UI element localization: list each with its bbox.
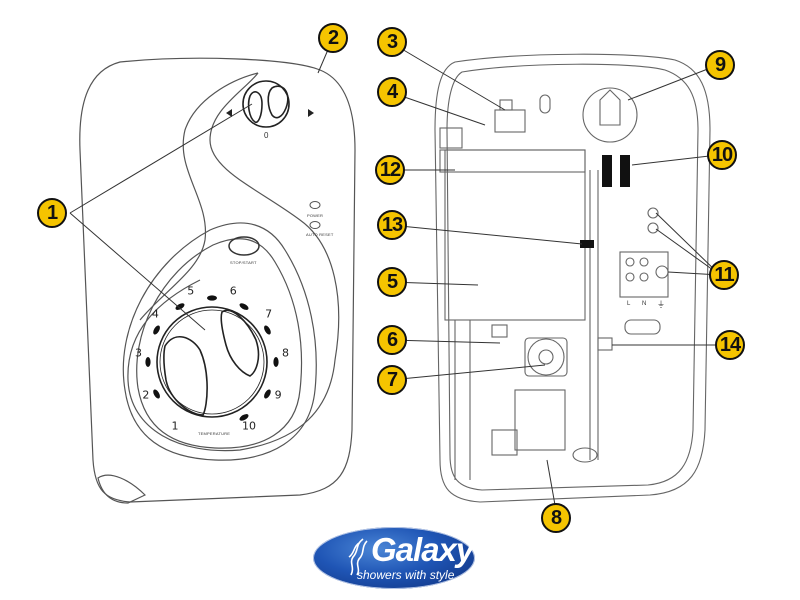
front-swoosh-inner <box>127 72 340 452</box>
temperature-tick-mark <box>145 357 151 367</box>
temperature-tick-mark <box>264 325 271 335</box>
temperature-dial-number: 10 <box>242 419 256 433</box>
flow-valve <box>527 338 565 376</box>
temperature-tick-mark <box>239 414 249 421</box>
knob-arrow-right <box>308 109 314 117</box>
power-indicator-light <box>309 201 321 209</box>
temperature-tick-mark <box>153 325 160 335</box>
flow-knob-zero-label: 0 <box>264 131 269 140</box>
temperature-knob <box>156 306 268 418</box>
heater-tank <box>444 149 586 321</box>
callout-13: 13 <box>377 210 407 240</box>
solenoid-valve <box>514 389 566 451</box>
stop-start-button-shape <box>228 236 260 256</box>
power-indicator-label: POWER <box>307 213 324 218</box>
thermistor <box>580 240 594 248</box>
pressure-switch <box>582 87 638 143</box>
callout-8: 8 <box>541 503 571 533</box>
temperature-dial-number: 4 <box>151 307 159 321</box>
brand-name: Galaxy <box>371 531 474 568</box>
reset-button-1 <box>647 207 659 219</box>
shower-figure-icon <box>348 538 368 576</box>
microswitch-right <box>620 155 630 187</box>
neon-holder <box>597 337 613 351</box>
callout-7: 7 <box>377 365 407 395</box>
callout-4: 4 <box>377 77 407 107</box>
knob-arrow-left <box>226 109 232 117</box>
temperature-dial-number: 2 <box>142 388 150 402</box>
temperature-tick-mark <box>273 357 279 367</box>
dial-housing <box>122 222 317 461</box>
temperature-dial-number: 1 <box>171 419 179 433</box>
callout-1: 1 <box>37 198 67 228</box>
galaxy-logo: Galaxy showers with style <box>313 527 475 589</box>
temperature-tick-mark <box>239 303 249 310</box>
tank-top-bar <box>439 149 586 173</box>
auto-reset-indicator-light <box>309 221 321 229</box>
callout-5: 5 <box>377 267 407 297</box>
callout-6: 6 <box>377 325 407 355</box>
temperature-dial-number: 5 <box>187 284 195 298</box>
earth-icon: ⏚ <box>657 300 666 309</box>
dial-housing-inner <box>136 238 303 449</box>
temperature-tick-mark <box>153 389 160 399</box>
callout-12: 12 <box>375 155 405 185</box>
callout-11: 11 <box>709 260 739 290</box>
auto-reset-indicator-label: AUTO RESET <box>306 232 334 237</box>
thermal-cutout <box>494 109 526 133</box>
callout-2: 2 <box>318 23 348 53</box>
temperature-tick-mark <box>207 295 217 301</box>
temperature-dial-number: 6 <box>229 284 237 298</box>
callout-14: 14 <box>715 330 745 360</box>
logo-oval <box>313 527 475 589</box>
stop-start-label: STOP/START <box>230 260 257 265</box>
temperature-dial-label: TEMPERATURE <box>198 431 231 436</box>
temperature-dial-number: 3 <box>135 346 142 360</box>
flow-control-knob <box>242 80 290 128</box>
temperature-ticks <box>145 295 279 421</box>
temperature-tick-mark <box>175 303 185 310</box>
brand-tagline: showers with style <box>357 568 455 582</box>
callout-10: 10 <box>707 140 737 170</box>
front-casing <box>79 57 356 503</box>
leader-lines <box>69 37 728 506</box>
front-foot <box>97 474 147 504</box>
microswitch-left <box>602 155 612 187</box>
callout-3: 3 <box>377 27 407 57</box>
internal-casing <box>434 53 711 503</box>
temperature-dial-number: 7 <box>265 307 273 321</box>
temperature-dial-number: 8 <box>281 346 289 360</box>
terminal-neutral-label: N <box>642 301 647 307</box>
reset-button-2 <box>647 222 659 234</box>
temperature-dial-number: 9 <box>274 388 282 402</box>
terminal-live-label: L <box>627 301 631 307</box>
temperature-tick-mark <box>264 389 271 399</box>
callout-9: 9 <box>705 50 735 80</box>
keyhole <box>539 94 551 114</box>
front-swoosh <box>139 72 259 321</box>
